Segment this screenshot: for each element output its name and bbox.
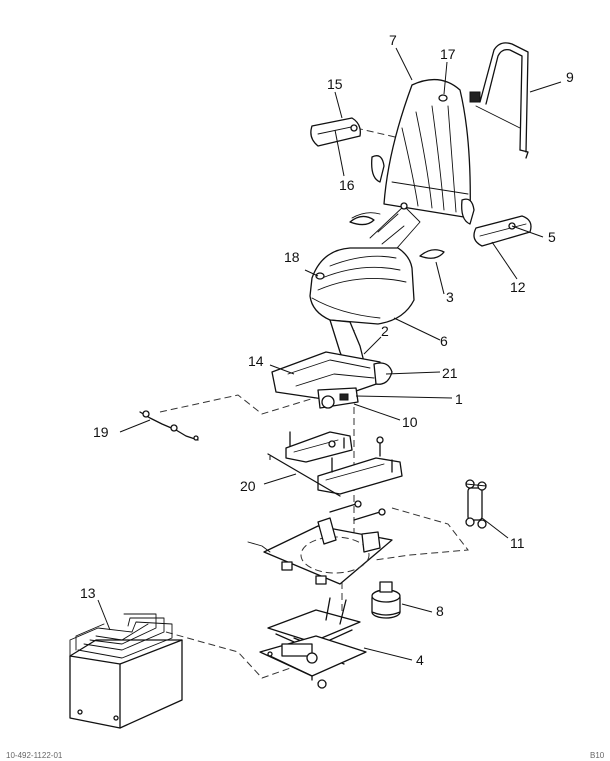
shock-absorber	[465, 479, 487, 529]
seat-pan-slide	[271, 319, 393, 409]
grab-handle	[469, 42, 529, 159]
callout-14: 14	[248, 353, 264, 369]
callout-2: 2	[381, 323, 389, 339]
callout-numbers: 7 17 9 15 16 5 12 18 3 6 2 14 21 1 10 19…	[80, 32, 574, 668]
page-code: B10	[590, 751, 605, 760]
callout-11: 11	[510, 535, 525, 551]
callout-21: 21	[442, 365, 458, 381]
callout-20: 20	[240, 478, 256, 494]
callout-18: 18	[284, 249, 300, 265]
armrest-right	[473, 215, 532, 247]
callout-6: 6	[440, 333, 448, 349]
swivel-base-plate	[247, 500, 393, 585]
callout-4: 4	[416, 652, 424, 668]
callout-16: 16	[339, 177, 355, 193]
callout-3: 3	[446, 289, 454, 305]
callout-19: 19	[93, 424, 109, 440]
figure-code: 10-492-1122-01	[6, 751, 63, 760]
air-spring	[371, 581, 401, 619]
release-cable	[139, 410, 199, 441]
callout-17: 17	[440, 46, 456, 62]
callout-8: 8	[436, 603, 444, 619]
scissor-suspension	[259, 597, 367, 689]
callout-9: 9	[566, 69, 574, 85]
suspension-skirt	[69, 613, 183, 729]
callout-15: 15	[327, 76, 343, 92]
callout-5: 5	[548, 229, 556, 245]
callout-13: 13	[80, 585, 96, 601]
callout-7: 7	[389, 32, 397, 48]
slide-rails	[267, 431, 403, 497]
callout-12: 12	[510, 279, 526, 295]
backrest-assembly	[371, 78, 475, 225]
callout-10: 10	[402, 414, 418, 430]
callout-leader-lines	[97, 47, 562, 661]
callout-1: 1	[455, 391, 463, 407]
seat-cushion	[309, 247, 415, 325]
